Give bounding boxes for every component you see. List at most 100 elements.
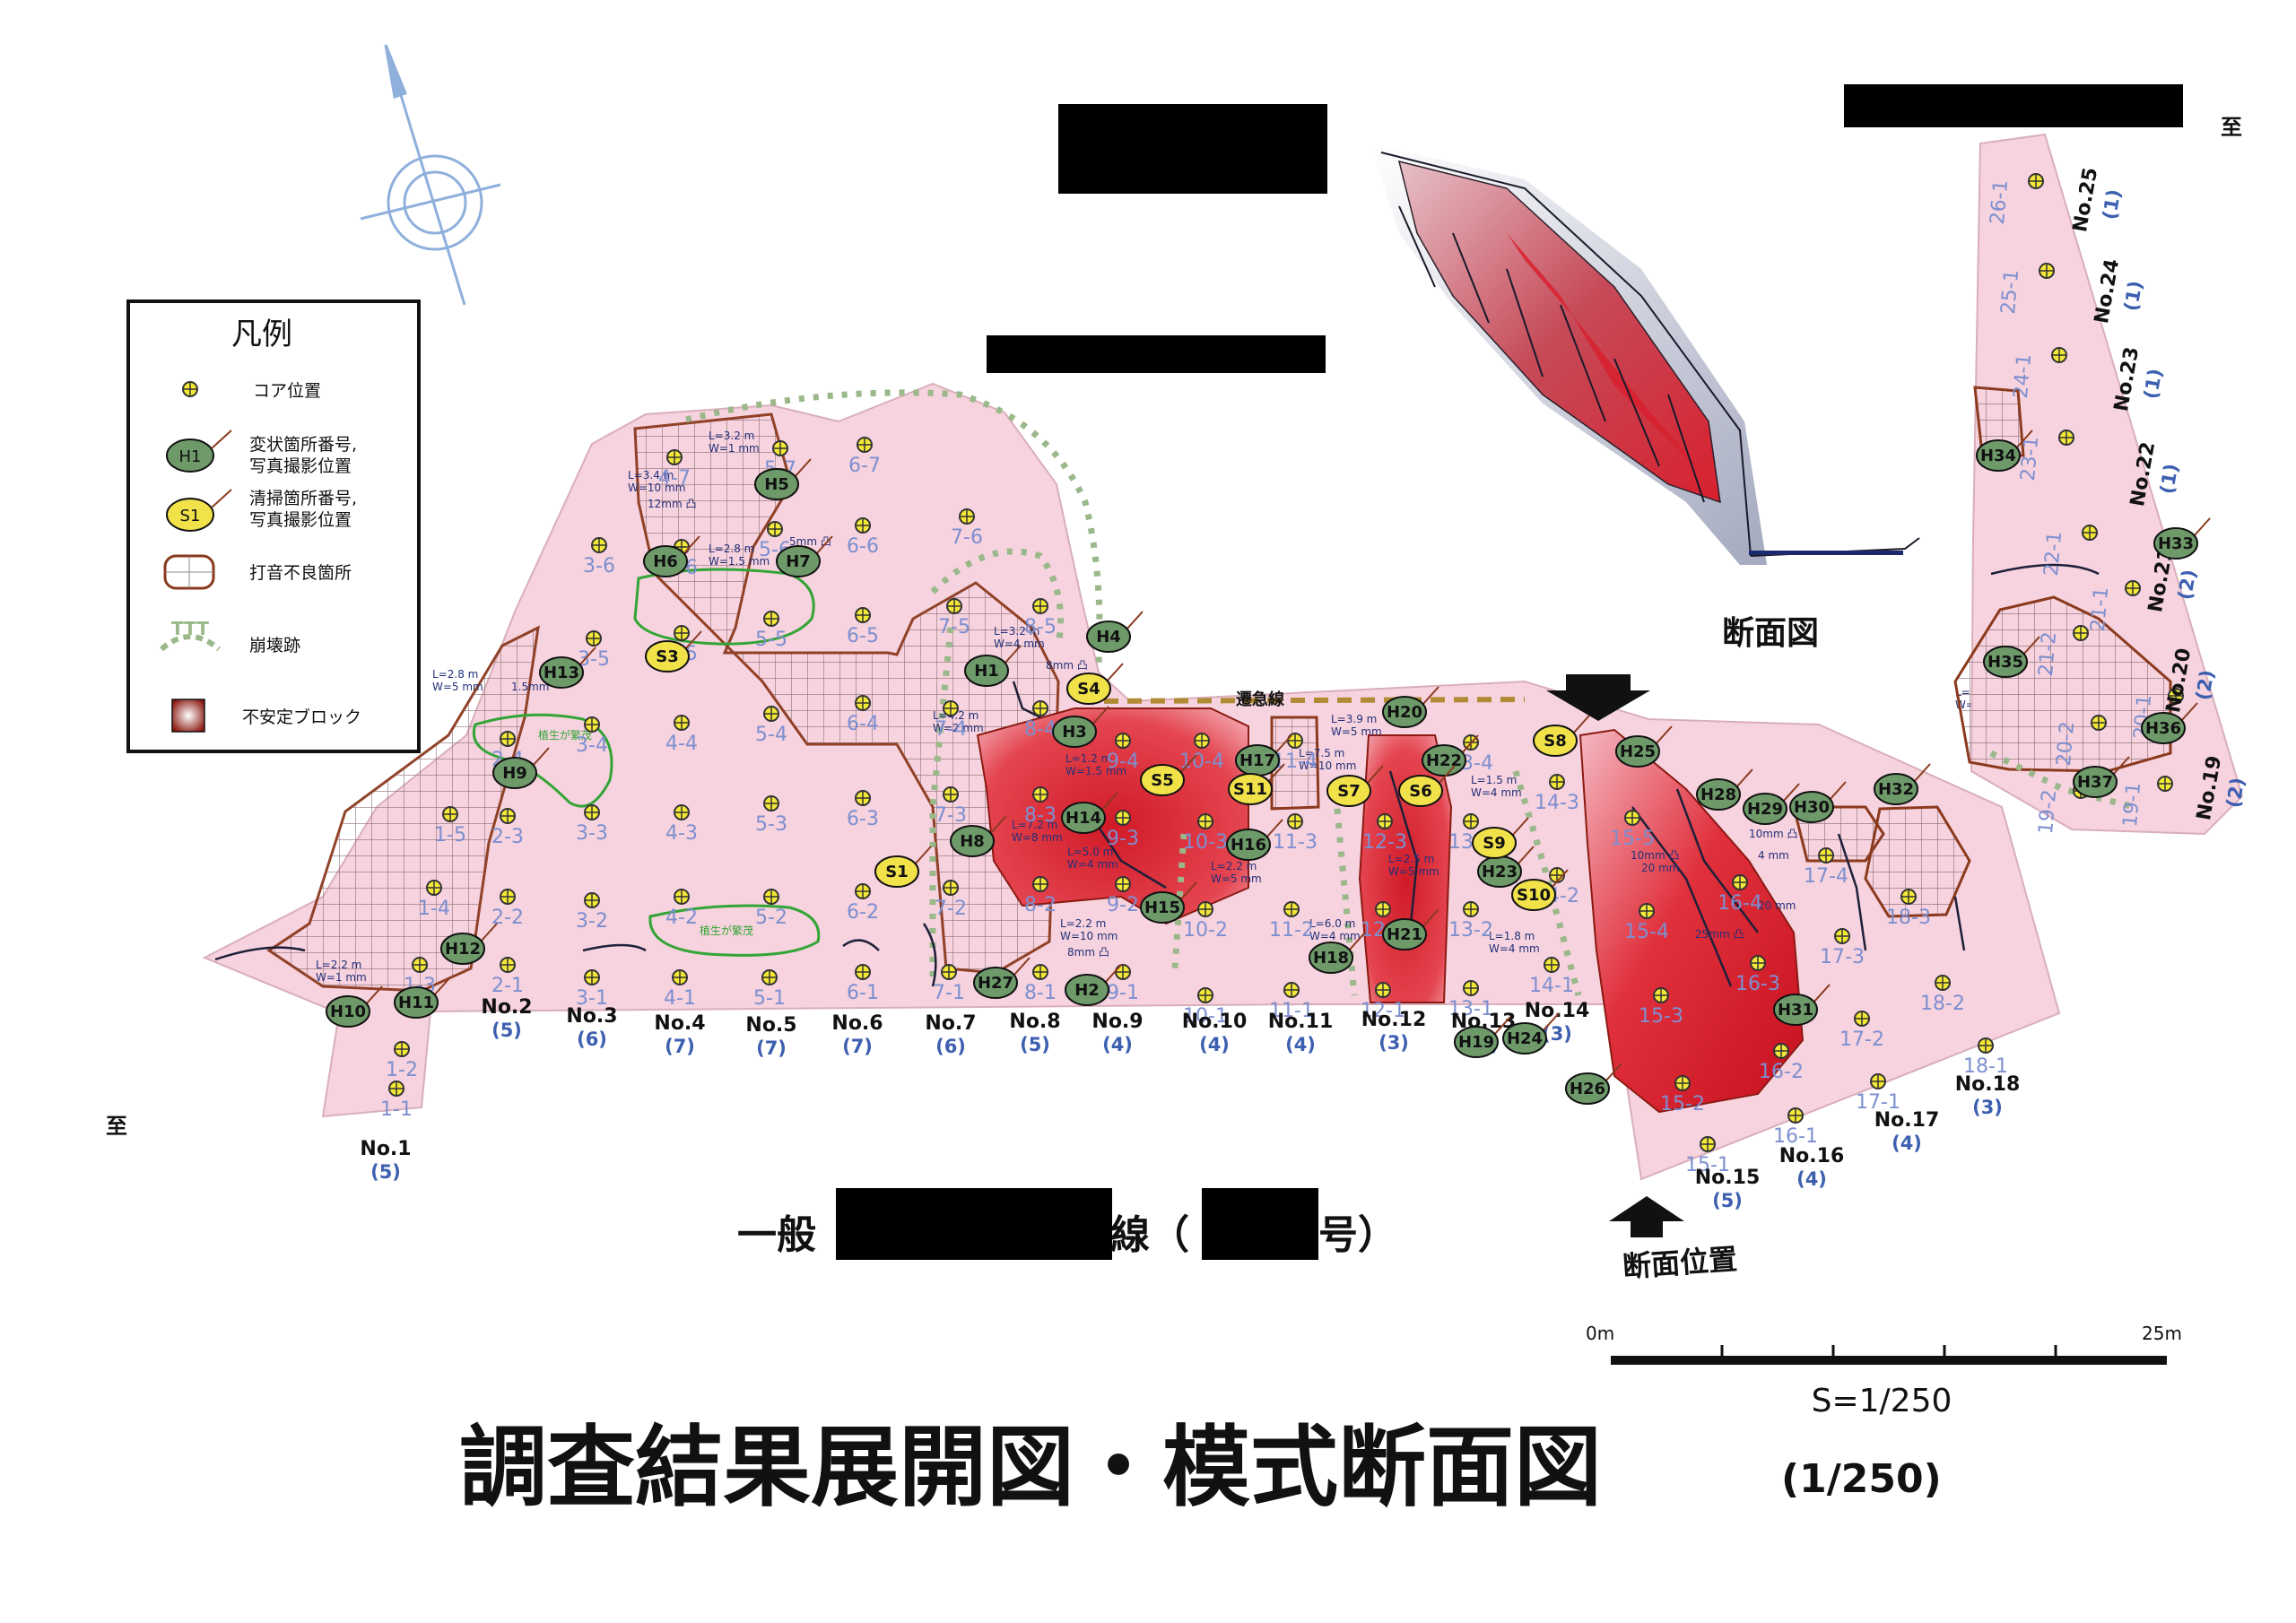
core-position-icon — [1032, 598, 1048, 614]
core-position-icon — [674, 804, 690, 820]
svg-text:10mm 凸: 10mm 凸 — [1749, 828, 1797, 840]
crack-lines — [214, 681, 1966, 987]
cell-label: 15-2 — [1660, 1093, 1705, 1115]
station-count: (5) — [1712, 1190, 1743, 1211]
station-label: No.4(7) — [654, 1012, 705, 1057]
defect-marker: S1 — [874, 846, 932, 888]
cell-label: 3-1 — [576, 987, 608, 1010]
station-count: (7) — [756, 1037, 787, 1059]
collapse-trace-icon: TTT — [160, 618, 221, 652]
defect-marker: H25 — [1615, 725, 1673, 768]
cell-label: 7-2 — [935, 898, 967, 920]
cell-label: 9-2 — [1107, 894, 1139, 916]
station-count: (3) — [1378, 1032, 1409, 1054]
station-label: No.2(5) — [481, 996, 532, 1041]
station-label: No.1(5) — [360, 1138, 411, 1183]
core-position-icon — [1375, 901, 1391, 917]
station-count: (2) — [2222, 776, 2249, 809]
defect-marker: H18 — [1309, 932, 1366, 974]
cell-label: 1-1 — [380, 1098, 413, 1121]
svg-text:L=1.5 m: L=1.5 m — [1471, 774, 1517, 786]
core-position-icon — [2091, 715, 2107, 731]
defect-marker: S8 — [1533, 715, 1590, 757]
station-label: No.8(5) — [1009, 1011, 1060, 1055]
station-label: No.15(5) — [1695, 1167, 1761, 1211]
core-position-icon — [1978, 1037, 1994, 1054]
core-position-icon — [943, 880, 959, 896]
station-count: (4) — [1102, 1034, 1133, 1055]
section-position-label: 断面位置 — [1622, 1242, 1738, 1284]
core-position-icon — [1463, 980, 1479, 996]
core-position-icon — [763, 889, 779, 905]
marker-label: S3 — [656, 647, 679, 666]
svg-text:W=8 mm: W=8 mm — [1012, 831, 1063, 844]
core-position-icon — [2125, 580, 2141, 596]
core-position-icon — [946, 598, 962, 614]
svg-text:L=2.2 m: L=2.2 m — [1211, 860, 1257, 872]
core-position-icon — [591, 537, 607, 553]
station-name: No.25 — [2069, 166, 2102, 234]
cell-label: 3-2 — [576, 910, 608, 933]
svg-text:8mm 凸: 8mm 凸 — [1046, 659, 1088, 672]
cell-label: 5-1 — [753, 987, 786, 1010]
cell-label: 20-2 — [2053, 720, 2079, 767]
core-position-icon — [2058, 430, 2074, 446]
legend-item-label: 写真撮影位置 — [249, 510, 352, 530]
core-position-icon — [943, 786, 959, 803]
cell-labels: 1-11-21-31-41-52-12-22-32-43-13-23-33-43… — [380, 178, 2156, 1176]
cell-label: 8-3 — [1024, 804, 1057, 827]
core-position-icon — [1283, 901, 1300, 917]
cell-label: 3-5 — [578, 648, 610, 671]
cell-label: 26-1 — [1987, 178, 2013, 225]
svg-text:W=4 mm: W=4 mm — [1309, 930, 1361, 942]
marker-label: H11 — [398, 994, 434, 1012]
cell-label: 16-1 — [1773, 1125, 1818, 1148]
station-label: No.17(4) — [1874, 1109, 1940, 1154]
station-name: No.7 — [925, 1012, 976, 1035]
cell-label: 1-2 — [386, 1059, 418, 1081]
section-arrow-icon — [1546, 674, 1650, 721]
cell-label: 19-2 — [2035, 788, 2061, 835]
cell-label: 6-1 — [847, 982, 879, 1004]
defect-marker: S4 — [1066, 663, 1124, 705]
marker-label: H5 — [764, 475, 789, 494]
cell-label: 4-1 — [664, 987, 696, 1010]
core-position-icon — [941, 964, 957, 980]
svg-text:W=1.5 mm: W=1.5 mm — [1065, 765, 1126, 777]
core-position-icon — [666, 449, 683, 465]
core-position-icon — [1900, 889, 1917, 905]
station-count: (3) — [1972, 1097, 2003, 1118]
station-name: No.12 — [1361, 1009, 1427, 1031]
cell-label: 8-5 — [1024, 616, 1057, 638]
defect-marker: H8 — [950, 815, 1007, 857]
core-position-icon — [855, 695, 871, 711]
cell-label: 7-3 — [935, 804, 967, 827]
cell-label: 6-4 — [847, 713, 879, 735]
core-position-icon — [767, 521, 783, 537]
core-position-icon — [763, 706, 779, 722]
svg-text:W=1 mm: W=1 mm — [316, 971, 367, 984]
core-position-icon — [1700, 1136, 1716, 1152]
page-subtitle: (1/250) — [1781, 1456, 1942, 1502]
core-position-icon — [1773, 1043, 1789, 1059]
marker-label: H37 — [2077, 773, 2113, 792]
marker-label: H17 — [1239, 751, 1275, 770]
page-title: 調査結果展開図・模式断面図 — [459, 1417, 1602, 1519]
boundary-label: 遷急線 — [1236, 690, 1284, 709]
core-position-icon — [2028, 173, 2044, 189]
station-count: (6) — [577, 1028, 607, 1050]
station-name: No.3 — [566, 1005, 617, 1028]
marker-label: S4 — [1077, 680, 1100, 699]
defect-marker: H34 — [1976, 430, 2033, 472]
station-label: No.18(3) — [1955, 1073, 2021, 1118]
svg-text:1.5mm: 1.5mm — [511, 681, 549, 693]
redaction-box — [1202, 1188, 1318, 1260]
slope-development-right — [1953, 133, 2244, 836]
cell-label: 6-6 — [847, 535, 879, 558]
core-position-icon — [500, 889, 516, 905]
collapse-trace — [685, 389, 1582, 996]
cell-label: 7-6 — [951, 526, 983, 549]
defect-marker: H5 — [754, 458, 812, 500]
svg-text:20 mm: 20 mm — [1641, 862, 1679, 874]
